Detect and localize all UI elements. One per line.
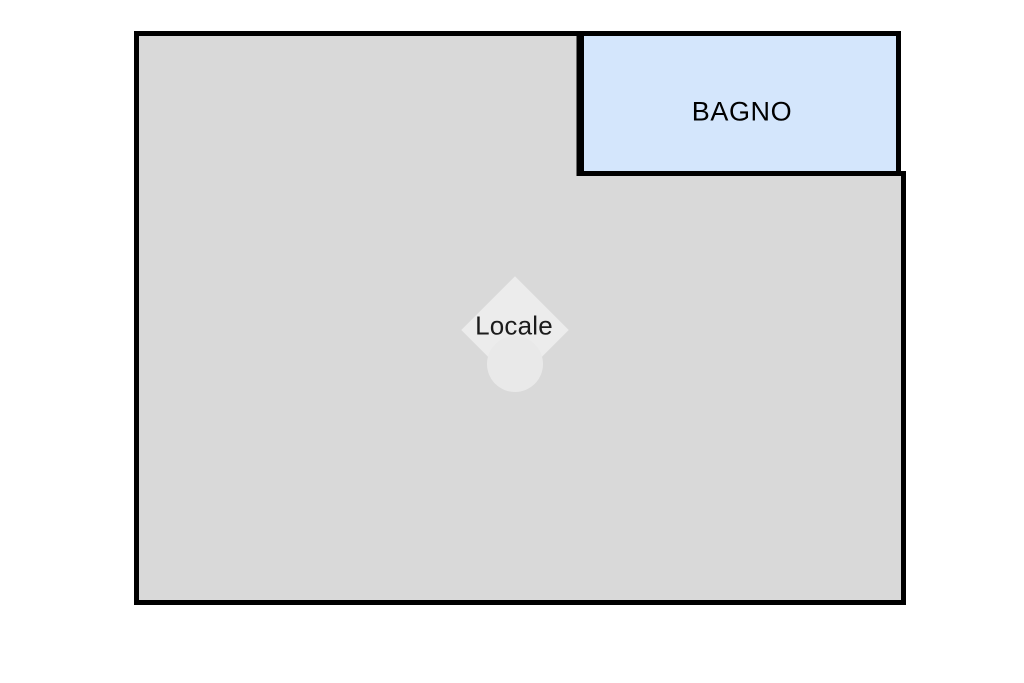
room-shape-bagno[interactable] (579, 31, 901, 176)
diamond-circle-watermark (461, 276, 569, 392)
